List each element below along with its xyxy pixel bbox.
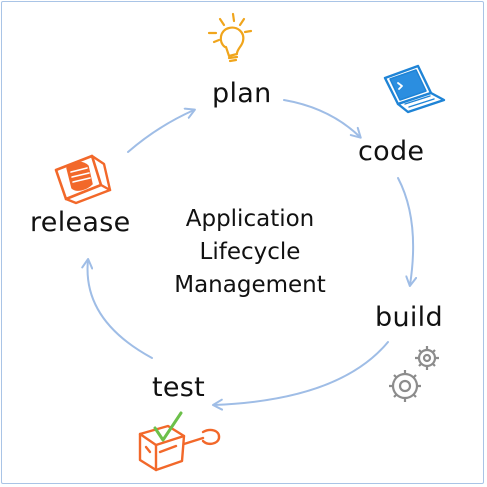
title-line-1: Application: [185, 206, 315, 232]
arrow-release-to-plan: [127, 107, 196, 153]
laptop-icon: [383, 64, 446, 114]
release-package-icon: [54, 154, 112, 205]
lightbulb-icon: [207, 12, 253, 63]
stage-test-label: test: [152, 372, 206, 403]
diagram-title: Application Lifecycle Management: [150, 203, 350, 302]
stage-code-label: code: [358, 136, 425, 167]
stage-plan-label: plan: [212, 78, 272, 109]
arrow-plan-to-code: [283, 99, 362, 139]
gears-icon: [389, 346, 439, 402]
arrow-code-to-build: [397, 177, 418, 287]
checked-package-icon: [138, 411, 221, 472]
title-line-3: Management: [174, 272, 326, 298]
title-line-2: Lifecycle: [199, 239, 301, 265]
arrow-test-to-release: [81, 258, 153, 359]
stage-release-label: release: [30, 207, 131, 238]
arrow-build-to-test: [212, 341, 389, 411]
stage-build-label: build: [375, 302, 443, 333]
